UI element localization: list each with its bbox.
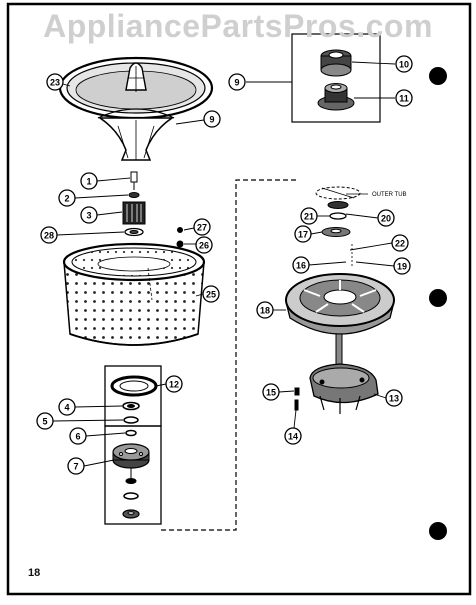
callout-25-label: 25 xyxy=(206,290,216,300)
callouts: 23 9 10 11 9 1 2 3 28 27 26 25 12 4 5 6 … xyxy=(36,55,413,475)
part-10-seal xyxy=(320,49,352,77)
part-11-bearing xyxy=(317,83,355,111)
callout-10: 10 xyxy=(395,55,413,73)
callout-9-box: 9 xyxy=(228,73,246,91)
binder-hole-top xyxy=(429,67,447,85)
part-2-washer xyxy=(128,192,140,198)
callout-27: 27 xyxy=(193,218,211,236)
page-number: 18 xyxy=(28,567,41,579)
part-5-washer xyxy=(123,416,139,424)
part-7-hub xyxy=(112,443,150,469)
callout-11: 11 xyxy=(395,89,413,107)
callout-21: 21 xyxy=(300,207,318,225)
part-14-pin xyxy=(294,399,299,411)
callout-6-label: 6 xyxy=(75,432,80,442)
part-13-transmission xyxy=(309,333,379,414)
page-border xyxy=(6,2,472,596)
callout-12: 12 xyxy=(165,375,183,393)
callout-12-label: 12 xyxy=(169,380,179,390)
callout-27-label: 27 xyxy=(197,223,207,233)
part-28-ring xyxy=(124,227,144,237)
callout-11-label: 11 xyxy=(399,94,409,104)
callout-28-label: 28 xyxy=(44,231,54,241)
callout-18: 18 xyxy=(256,301,274,319)
callout-9b-label: 9 xyxy=(234,78,239,88)
callout-23-label: 23 xyxy=(50,78,60,88)
callout-7: 7 xyxy=(67,457,85,475)
part-7-lower-parts xyxy=(122,468,140,519)
part-1-screw xyxy=(130,171,138,190)
callout-13: 13 xyxy=(385,389,403,407)
callout-2: 2 xyxy=(58,189,76,207)
callout-16: 16 xyxy=(292,256,310,274)
binder-hole-middle xyxy=(429,289,447,307)
outer-tub-label: OUTER TUB xyxy=(372,192,407,198)
callout-15-label: 15 xyxy=(266,388,276,398)
callout-10-label: 10 xyxy=(399,60,409,70)
callout-21-label: 21 xyxy=(304,212,314,222)
part-6-ring xyxy=(125,429,137,437)
callout-7-label: 7 xyxy=(73,462,78,472)
callout-9a-label: 9 xyxy=(209,115,214,125)
callout-25: 25 xyxy=(202,285,220,303)
callout-4-label: 4 xyxy=(64,403,69,413)
callout-14: 14 xyxy=(284,427,302,445)
callout-9-agitator: 9 xyxy=(203,110,221,128)
callout-18-label: 18 xyxy=(260,306,270,316)
inset-box-7 xyxy=(104,425,162,525)
callout-17-label: 17 xyxy=(298,230,308,240)
callout-15: 15 xyxy=(262,383,280,401)
callout-3: 3 xyxy=(80,206,98,224)
callout-26-label: 26 xyxy=(199,241,209,251)
outer-tub-parts xyxy=(315,186,361,268)
callout-2-label: 2 xyxy=(64,194,69,204)
callout-17: 17 xyxy=(294,225,312,243)
callout-19-label: 19 xyxy=(397,262,407,272)
part-15-bolt xyxy=(294,387,300,396)
callout-20-label: 20 xyxy=(381,214,391,224)
part-26-washer xyxy=(176,240,184,248)
connector-dashed xyxy=(161,179,296,531)
callout-4: 4 xyxy=(58,398,76,416)
part-4-nut xyxy=(122,401,140,411)
binder-hole-bottom xyxy=(429,522,447,540)
part-18-tub-base xyxy=(285,273,395,335)
wash-basket xyxy=(62,242,206,346)
part-27-screw xyxy=(177,227,183,233)
callout-5: 5 xyxy=(36,412,54,430)
callout-19: 19 xyxy=(393,257,411,275)
callout-23: 23 xyxy=(46,73,64,91)
callout-1-label: 1 xyxy=(86,177,91,187)
callout-22: 22 xyxy=(391,234,409,252)
callout-6: 6 xyxy=(69,427,87,445)
callout-5-label: 5 xyxy=(42,417,47,427)
agitator xyxy=(58,56,214,161)
part-12-gasket xyxy=(110,375,158,397)
callout-28: 28 xyxy=(40,226,58,244)
callout-1: 1 xyxy=(80,172,98,190)
callout-20: 20 xyxy=(377,209,395,227)
callout-22-label: 22 xyxy=(395,239,405,249)
watermark: AppliancePartsPros.com xyxy=(43,8,433,44)
callout-16-label: 16 xyxy=(296,261,306,271)
callout-3-label: 3 xyxy=(86,211,91,221)
callout-26: 26 xyxy=(195,236,213,254)
inset-box-9 xyxy=(291,33,381,123)
callout-13-label: 13 xyxy=(389,394,399,404)
part-3-coupling xyxy=(122,201,146,225)
leader-lines xyxy=(52,61,396,467)
callout-14-label: 14 xyxy=(288,432,298,442)
